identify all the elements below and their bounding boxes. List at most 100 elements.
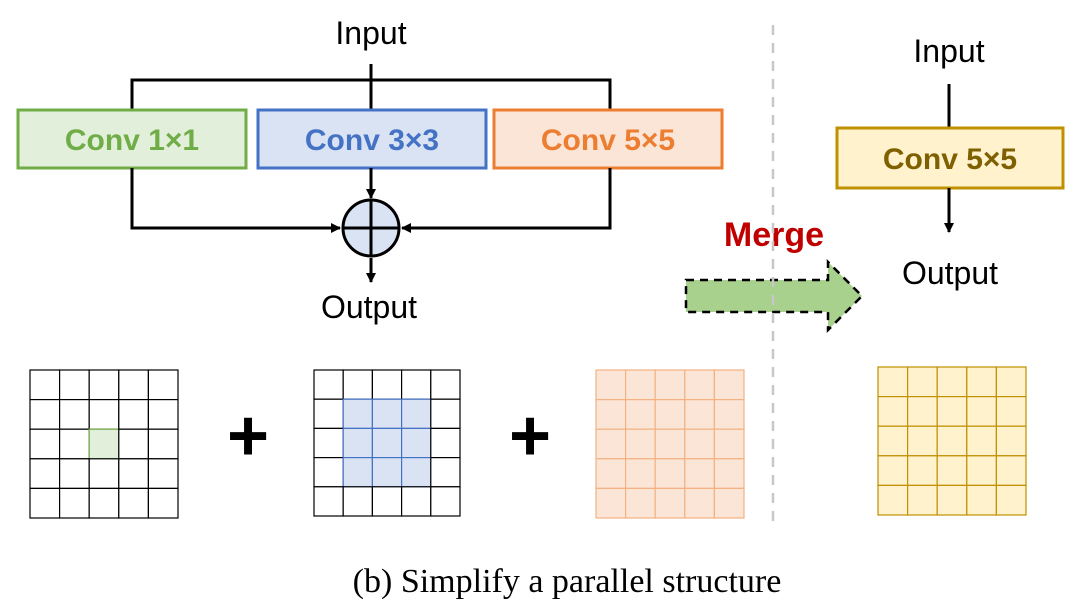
kernel-cell: [995, 455, 1027, 486]
kernel-cell: [966, 396, 997, 427]
kernel-cell: [906, 396, 938, 427]
kernel-cell: [906, 455, 938, 486]
kernel-cell: [906, 366, 938, 398]
kernel-cell: [654, 369, 686, 401]
output-connectors: [130, 168, 612, 283]
plus-sign-1: +: [227, 396, 269, 476]
kernel-cell: [966, 455, 997, 486]
kernel-cell: [713, 458, 745, 489]
kernel-cell: [595, 458, 627, 489]
kernel-cell: [906, 425, 938, 457]
kernel-cell: [713, 428, 745, 460]
kernel-cell: [313, 369, 344, 400]
kernel-cell: [684, 399, 715, 430]
kernel-cell: [966, 484, 997, 516]
kernel-cell: [877, 425, 909, 457]
branch-conv-3x3: Conv 3×3: [256, 108, 488, 170]
kernel-cell: [624, 487, 656, 519]
branch-conv-5x5: Conv 5×5: [492, 108, 724, 170]
kernel-cell: [624, 428, 656, 460]
kernel-cell: [58, 428, 90, 460]
kernel-cell: [371, 427, 403, 459]
kernel-cell: [118, 487, 150, 519]
kernel-cell: [713, 487, 745, 519]
branch-conv-1x1: Conv 1×1: [16, 108, 248, 170]
kernel-cell: [595, 399, 627, 430]
kernel-cell: [118, 369, 150, 401]
kernel-1x1-grid: [29, 369, 179, 519]
kernel-cell: [430, 398, 461, 430]
kernel-cell: [147, 458, 179, 489]
kernel-cell: [995, 425, 1027, 457]
kernel-cell: [684, 458, 715, 489]
kernel-cell: [713, 399, 745, 430]
kernel-cell: [430, 369, 461, 400]
figure-caption: (b) Simplify a parallel structure: [353, 563, 782, 600]
kernel-cell: [654, 399, 686, 430]
kernel-cell: [877, 455, 909, 486]
merged-structure: Input Conv 5×5 Output: [835, 33, 1065, 291]
kernel-cell: [624, 399, 656, 430]
kernel-cell: [342, 427, 374, 459]
kernel-cell: [371, 398, 403, 430]
kernel-cell: [29, 369, 61, 401]
kernel-cell: [684, 487, 715, 519]
plus-sign-2: +: [509, 396, 551, 476]
kernel-cell: [88, 428, 120, 460]
branch-conv-5x5-label: Conv 5×5: [541, 124, 675, 157]
kernel-cell: [966, 425, 997, 457]
kernel-cell: [88, 399, 120, 430]
kernel-cell: [595, 369, 627, 401]
kernel-cell: [654, 487, 686, 519]
kernel-cell: [147, 428, 179, 460]
kernel-cell: [713, 369, 745, 401]
kernel-cell: [430, 457, 461, 488]
kernel-3x3-grid: [313, 369, 461, 517]
kernel-cell: [654, 458, 686, 489]
kernel-cell: [88, 369, 120, 401]
kernel-cell: [313, 427, 344, 459]
kernel-cell: [58, 369, 90, 401]
kernel-cell: [401, 369, 432, 400]
parallel-structure: Input Conv 1×1 Conv 3×3 Conv 5×5: [16, 15, 724, 325]
left-input-label: Input: [335, 15, 406, 51]
kernel-cell: [936, 425, 968, 457]
kernel-cell: [342, 457, 374, 488]
kernel-cell: [118, 428, 150, 460]
kernel-cell: [371, 457, 403, 488]
kernel-cell: [936, 484, 968, 516]
kernel-cell: [342, 398, 374, 430]
kernel-merged-5x5-grid: [877, 366, 1027, 516]
kernel-cell: [401, 486, 432, 517]
kernel-cell: [995, 366, 1027, 398]
kernel-cell: [906, 484, 938, 516]
kernel-cell: [147, 487, 179, 519]
kernel-cell: [995, 484, 1027, 516]
kernel-cell: [430, 486, 461, 517]
kernel-cell: [936, 366, 968, 398]
kernel-cell: [995, 396, 1027, 427]
merged-conv-5x5-label: Conv 5×5: [883, 143, 1017, 176]
kernel-cell: [313, 486, 344, 517]
kernel-cell: [684, 369, 715, 401]
kernel-cell: [118, 458, 150, 489]
left-output-label: Output: [321, 289, 417, 325]
kernel-cell: [401, 457, 432, 488]
branch-conv-3x3-label: Conv 3×3: [305, 124, 439, 157]
merge-arrow: Merge: [684, 216, 864, 334]
kernel-cell: [147, 399, 179, 430]
kernel-cell: [966, 366, 997, 398]
kernel-cell: [877, 484, 909, 516]
right-input-label: Input: [913, 33, 984, 69]
kernel-cell: [29, 399, 61, 430]
kernel-cell: [29, 487, 61, 519]
kernel-cell: [371, 369, 403, 400]
kernel-cell: [313, 398, 344, 430]
kernel-cell: [58, 487, 90, 519]
kernel-cell: [624, 369, 656, 401]
merged-conv-5x5: Conv 5×5: [835, 126, 1065, 190]
kernel-cell: [342, 369, 374, 400]
kernel-cell: [595, 428, 627, 460]
kernel-cell: [936, 455, 968, 486]
